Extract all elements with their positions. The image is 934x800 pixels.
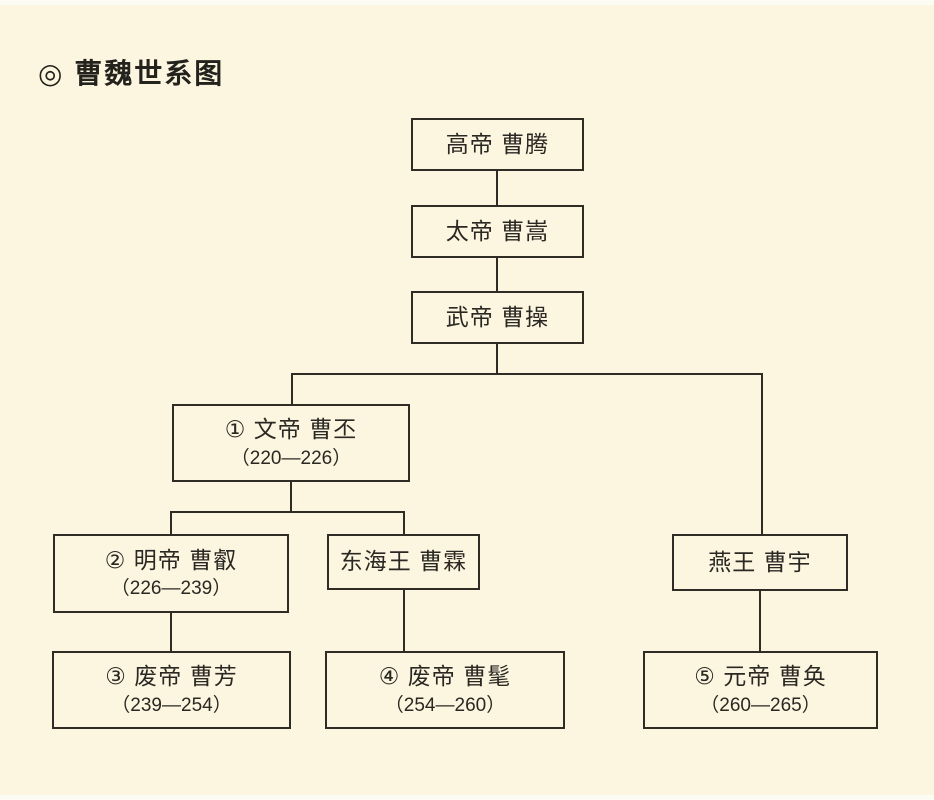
edge-wendi-drop: [290, 482, 292, 513]
node-donghaiwang-caolin: 东海王 曹霖: [327, 534, 480, 590]
node-title: ③ 废帝 曹芳: [105, 663, 238, 690]
edge-wudi-branch-horizontal: [291, 373, 763, 375]
node-title: 燕王 曹宇: [708, 548, 812, 575]
node-gaodi-caoteng: 高帝 曹腾: [411, 118, 584, 171]
node-wudi-caocao: 武帝 曹操: [411, 291, 584, 344]
page-edge-top: [0, 0, 934, 5]
node-title: ④ 废帝 曹髦: [378, 663, 512, 690]
page-edge-bottom: [0, 795, 934, 800]
edge-taidi-wudi: [496, 256, 498, 293]
page-title: ◎ 曹魏世系图: [38, 58, 225, 89]
edge-gaodi-taidi: [496, 170, 498, 207]
edge-branch-to-mingdi: [170, 511, 172, 534]
edge-branch-to-donghaiwang: [403, 511, 405, 534]
node-wendi-caopi: ① 文帝 曹丕 （220—226）: [172, 404, 410, 482]
node-taidi-caosong: 太帝 曹嵩: [411, 205, 584, 258]
node-years: （260—265）: [700, 694, 821, 716]
node-years: （226—239）: [110, 578, 232, 600]
node-feidi-caofang: ③ 废帝 曹芳 （239—254）: [52, 651, 291, 729]
node-years: （254—260）: [384, 694, 506, 716]
node-yanwang-caoyu: 燕王 曹宇: [672, 534, 848, 591]
node-title: ⑤ 元帝 曹奂: [694, 663, 827, 690]
node-years: （239—254）: [111, 694, 232, 716]
edge-mingdi-caofang: [170, 611, 172, 651]
edge-yanwang-caohuan: [759, 589, 761, 651]
edge-branch-to-wendi: [291, 373, 293, 404]
node-title: 东海王 曹霖: [339, 548, 468, 575]
node-title: 高帝 曹腾: [445, 130, 550, 157]
node-title: 太帝 曹嵩: [445, 217, 550, 244]
node-years: （220—226）: [230, 447, 352, 469]
node-title: ① 文帝 曹丕: [224, 416, 358, 443]
node-title: ② 明帝 曹叡: [104, 546, 238, 573]
node-feidi-caomao: ④ 废帝 曹髦 （254—260）: [325, 651, 565, 729]
edge-wendi-branch-horizontal: [170, 511, 405, 513]
edge-branch-to-yanwang: [761, 373, 763, 534]
node-yuandi-caohuan: ⑤ 元帝 曹奂 （260—265）: [643, 651, 878, 729]
node-mingdi-caorui: ② 明帝 曹叡 （226—239）: [53, 534, 289, 613]
edge-wudi-drop: [496, 343, 498, 374]
edge-donghaiwang-caomao: [403, 588, 405, 651]
node-title: 武帝 曹操: [445, 303, 550, 330]
